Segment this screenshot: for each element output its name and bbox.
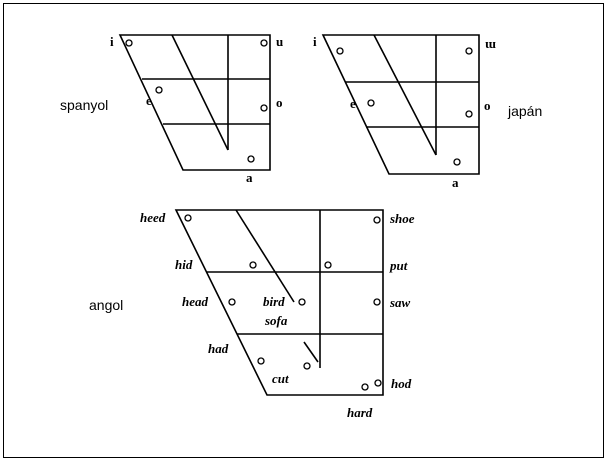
word-label: hard xyxy=(347,405,373,420)
vowel-point xyxy=(260,104,268,112)
japanese-chart-title: japán xyxy=(507,103,542,119)
vowel-point xyxy=(228,298,236,306)
japanese-chart-outline xyxy=(321,34,480,175)
vowel-label: ɯ xyxy=(485,36,496,51)
english-grid-line xyxy=(235,209,295,303)
vowel-point xyxy=(465,47,473,55)
vowel-point xyxy=(373,216,381,224)
japanese-grid-line xyxy=(373,34,437,156)
vowel-point xyxy=(373,298,381,306)
word-label: hod xyxy=(391,376,412,391)
vowel-label: u xyxy=(276,34,283,49)
japanese-vowel-chart: japán i ɯ e o a xyxy=(313,34,542,190)
vowel-label: i xyxy=(313,34,317,49)
english-grid-line xyxy=(303,341,319,363)
vowel-point xyxy=(155,86,163,94)
spanish-vowel-chart: spanyol i u e o a xyxy=(60,34,283,185)
word-label: put xyxy=(389,258,408,273)
vowel-point xyxy=(298,298,306,306)
word-label: heed xyxy=(140,210,166,225)
vowel-point xyxy=(125,39,133,47)
vowel-point xyxy=(367,99,375,107)
vowel-label: o xyxy=(276,95,283,110)
vowel-point xyxy=(184,214,192,222)
vowel-label: i xyxy=(110,34,114,49)
vowel-point xyxy=(453,158,461,166)
word-label: head xyxy=(182,294,209,309)
english-chart-title: angol xyxy=(89,297,123,313)
vowel-point xyxy=(374,379,382,387)
vowel-point xyxy=(336,47,344,55)
spanish-chart-title: spanyol xyxy=(60,97,108,113)
vowel-point xyxy=(465,110,473,118)
word-label: sofa xyxy=(264,313,288,328)
vowel-point xyxy=(303,362,311,370)
vowel-point xyxy=(260,39,268,47)
word-label: cut xyxy=(272,371,289,386)
vowel-label: o xyxy=(484,98,491,113)
word-label: shoe xyxy=(389,211,415,226)
english-chart-outline xyxy=(174,209,384,396)
vowel-point xyxy=(247,155,255,163)
vowel-point xyxy=(361,383,369,391)
word-label: saw xyxy=(389,295,411,310)
word-label: hid xyxy=(175,257,193,272)
vowel-point xyxy=(257,357,265,365)
word-label: bird xyxy=(263,294,285,309)
vowel-label: a xyxy=(452,175,459,190)
figure-frame xyxy=(3,3,604,458)
vowel-point xyxy=(249,261,257,269)
word-label: had xyxy=(208,341,229,356)
spanish-chart-outline xyxy=(118,34,271,171)
vowel-point xyxy=(324,261,332,269)
vowel-label: a xyxy=(246,170,253,185)
english-vowel-chart: angol heed shoe hid put head bird sofa s… xyxy=(89,209,415,420)
vowel-label: e xyxy=(146,93,152,108)
vowel-label: e xyxy=(350,96,356,111)
spanish-grid-line xyxy=(171,34,229,151)
